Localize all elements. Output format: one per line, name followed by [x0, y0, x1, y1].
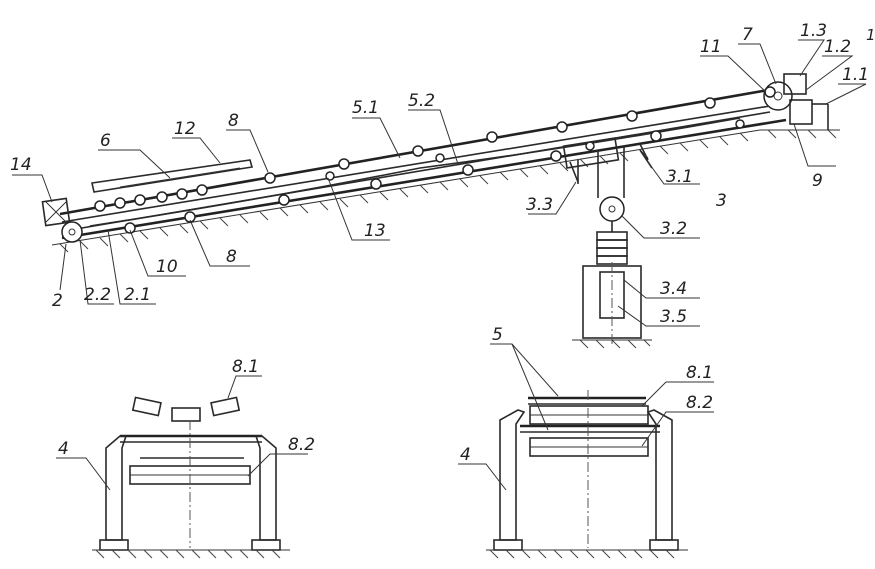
label-2: 2	[52, 291, 63, 311]
label-3-3: 3.3	[526, 195, 553, 215]
label-13: 13	[364, 221, 386, 241]
label-3: 3	[716, 191, 727, 211]
label-3-2: 3.2	[660, 219, 687, 239]
label-8-bottom: 8	[226, 247, 237, 267]
take-up-unit	[562, 137, 652, 349]
label-1-3: 1.3	[800, 21, 827, 41]
label-9: 9	[812, 171, 823, 191]
tail-pulley	[41, 197, 83, 243]
label-8-1-right: 8.1	[686, 363, 713, 383]
label-11: 11	[700, 37, 722, 57]
cross-section-right-callouts: 5 8.1 8.2 4	[458, 325, 714, 491]
label-2-1: 2.1	[124, 285, 151, 305]
label-8-2-left: 8.2	[288, 435, 315, 455]
label-5-2: 5.2	[408, 91, 435, 111]
label-5-1: 5.1	[352, 98, 379, 118]
label-7: 7	[742, 25, 753, 45]
label-5: 5	[492, 325, 503, 345]
cross-section-right	[486, 390, 688, 559]
label-2-2: 2.2	[84, 285, 111, 305]
label-8-1-left: 8.1	[232, 357, 259, 377]
conveyor-callouts: 14 6 12 8 5.1 5.2 11 7 1.3 1.2 1.1 1	[10, 21, 875, 327]
label-1-2: 1.2	[824, 37, 851, 57]
label-4-left: 4	[58, 439, 69, 459]
label-3-5: 3.5	[660, 307, 687, 327]
label-3-4: 3.4	[660, 279, 687, 299]
label-corner: 1	[866, 26, 875, 44]
label-3-1: 3.1	[666, 167, 693, 187]
label-4-right: 4	[460, 445, 471, 465]
cross-section-left	[92, 396, 290, 559]
cross-section-left-callouts: 8.1 8.2 4	[56, 357, 315, 491]
label-8-top: 8	[228, 111, 239, 131]
label-14: 14	[10, 155, 32, 175]
label-1-1: 1.1	[842, 65, 869, 85]
label-12: 12	[174, 119, 196, 139]
head-drive	[763, 73, 829, 130]
label-8-2-right: 8.2	[686, 393, 713, 413]
cover-plate	[91, 159, 254, 193]
label-10: 10	[156, 257, 178, 277]
label-6: 6	[100, 131, 111, 151]
